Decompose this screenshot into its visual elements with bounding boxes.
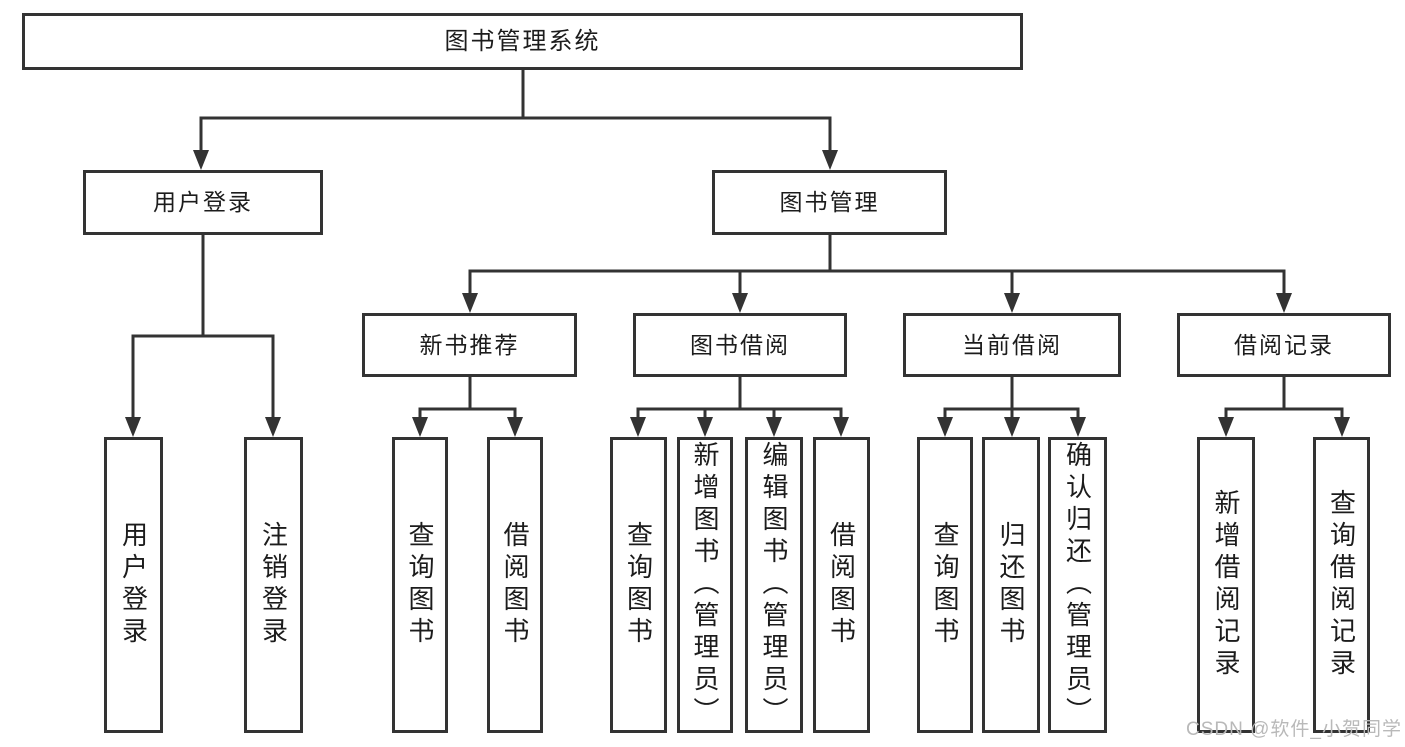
arrowhead <box>1004 417 1020 437</box>
csdn-watermark: CSDN @软件_小贺同学 <box>1186 719 1402 740</box>
node-new-book-label: 新书推荐 <box>419 331 520 358</box>
node-leaf-logout: 注销登录 <box>244 437 303 733</box>
edge-line <box>943 377 1080 421</box>
edge-line <box>468 235 1286 297</box>
arrowhead <box>1276 293 1292 313</box>
node-leaf-query-borrow-record: 查询借阅记录 <box>1313 437 1370 733</box>
arrowhead <box>412 417 428 437</box>
node-leaf-return-book: 归还图书 <box>982 437 1040 733</box>
node-leaf-add-book-admin: 新增图书（管理员） <box>677 437 733 733</box>
edge-line <box>418 377 517 421</box>
arrowhead <box>833 417 849 437</box>
node-leaf-add-borrow-record: 新增借阅记录 <box>1197 437 1255 733</box>
node-leaf-borrow-book-1: 借阅图书 <box>487 437 543 733</box>
node-leaf-label: 查询图书 <box>623 521 654 649</box>
node-new-book: 新书推荐 <box>362 313 577 377</box>
node-leaf-label: 借阅图书 <box>826 521 857 649</box>
node-current-borrow: 当前借阅 <box>903 313 1121 377</box>
node-leaf-label: 查询借阅记录 <box>1326 489 1357 681</box>
edges-book-management <box>462 235 1292 313</box>
edges-book-borrow <box>630 377 849 437</box>
arrowhead <box>766 417 782 437</box>
node-leaf-label: 借阅图书 <box>500 521 530 649</box>
edge-line <box>131 235 275 421</box>
arrowhead <box>732 293 748 313</box>
arrowhead <box>507 417 523 437</box>
node-leaf-label: 查询图书 <box>930 521 960 649</box>
node-borrow-records: 借阅记录 <box>1177 313 1391 377</box>
node-root: 图书管理系统 <box>22 13 1023 70</box>
node-leaf-label: 编辑图书（管理员） <box>759 441 789 729</box>
arrowhead <box>462 293 478 313</box>
arrowhead <box>1004 293 1020 313</box>
arrowhead <box>697 417 713 437</box>
edge-line <box>1224 377 1344 421</box>
edges-new-book <box>412 377 523 437</box>
node-leaf-borrow-book-2: 借阅图书 <box>813 437 870 733</box>
node-leaf-label: 新增图书（管理员） <box>690 441 720 729</box>
edge-line <box>199 70 832 154</box>
node-root-label: 图书管理系统 <box>444 27 601 55</box>
node-leaf-label: 归还图书 <box>996 521 1026 649</box>
arrowhead <box>630 417 646 437</box>
arrowhead <box>125 417 141 437</box>
edges-root <box>193 70 838 170</box>
arrowhead <box>193 150 209 170</box>
node-leaf-label: 确认归还（管理员） <box>1062 441 1093 729</box>
edge-line <box>636 377 843 421</box>
node-book-borrow: 图书借阅 <box>633 313 847 377</box>
node-leaf-label: 新增借阅记录 <box>1211 489 1241 681</box>
edges-user-login <box>125 235 281 437</box>
node-leaf-label: 查询图书 <box>405 521 435 649</box>
arrowhead <box>1218 417 1234 437</box>
node-leaf-label: 用户登录 <box>118 521 149 649</box>
node-book-borrow-label: 图书借阅 <box>690 331 790 358</box>
node-leaf-query-book-1: 查询图书 <box>392 437 448 733</box>
node-borrow-records-label: 借阅记录 <box>1234 331 1334 358</box>
node-user-login-label: 用户登录 <box>153 189 253 215</box>
node-leaf-confirm-return-admin: 确认归还（管理员） <box>1048 437 1107 733</box>
node-leaf-query-book-2: 查询图书 <box>610 437 667 733</box>
node-leaf-edit-book-admin: 编辑图书（管理员） <box>745 437 803 733</box>
arrowhead <box>1334 417 1350 437</box>
arrowhead <box>265 417 281 437</box>
arrowhead <box>1070 417 1086 437</box>
node-book-management: 图书管理 <box>712 170 947 235</box>
edges-current-borrow <box>937 377 1086 437</box>
node-book-management-label: 图书管理 <box>779 189 880 215</box>
node-user-login: 用户登录 <box>83 170 323 235</box>
node-leaf-query-book-3: 查询图书 <box>917 437 973 733</box>
node-current-borrow-label: 当前借阅 <box>962 331 1062 358</box>
node-leaf-label: 注销登录 <box>258 521 289 649</box>
edges-borrow-records <box>1218 377 1350 437</box>
arrowhead <box>937 417 953 437</box>
node-leaf-user-login: 用户登录 <box>104 437 163 733</box>
arrowhead <box>822 150 838 170</box>
